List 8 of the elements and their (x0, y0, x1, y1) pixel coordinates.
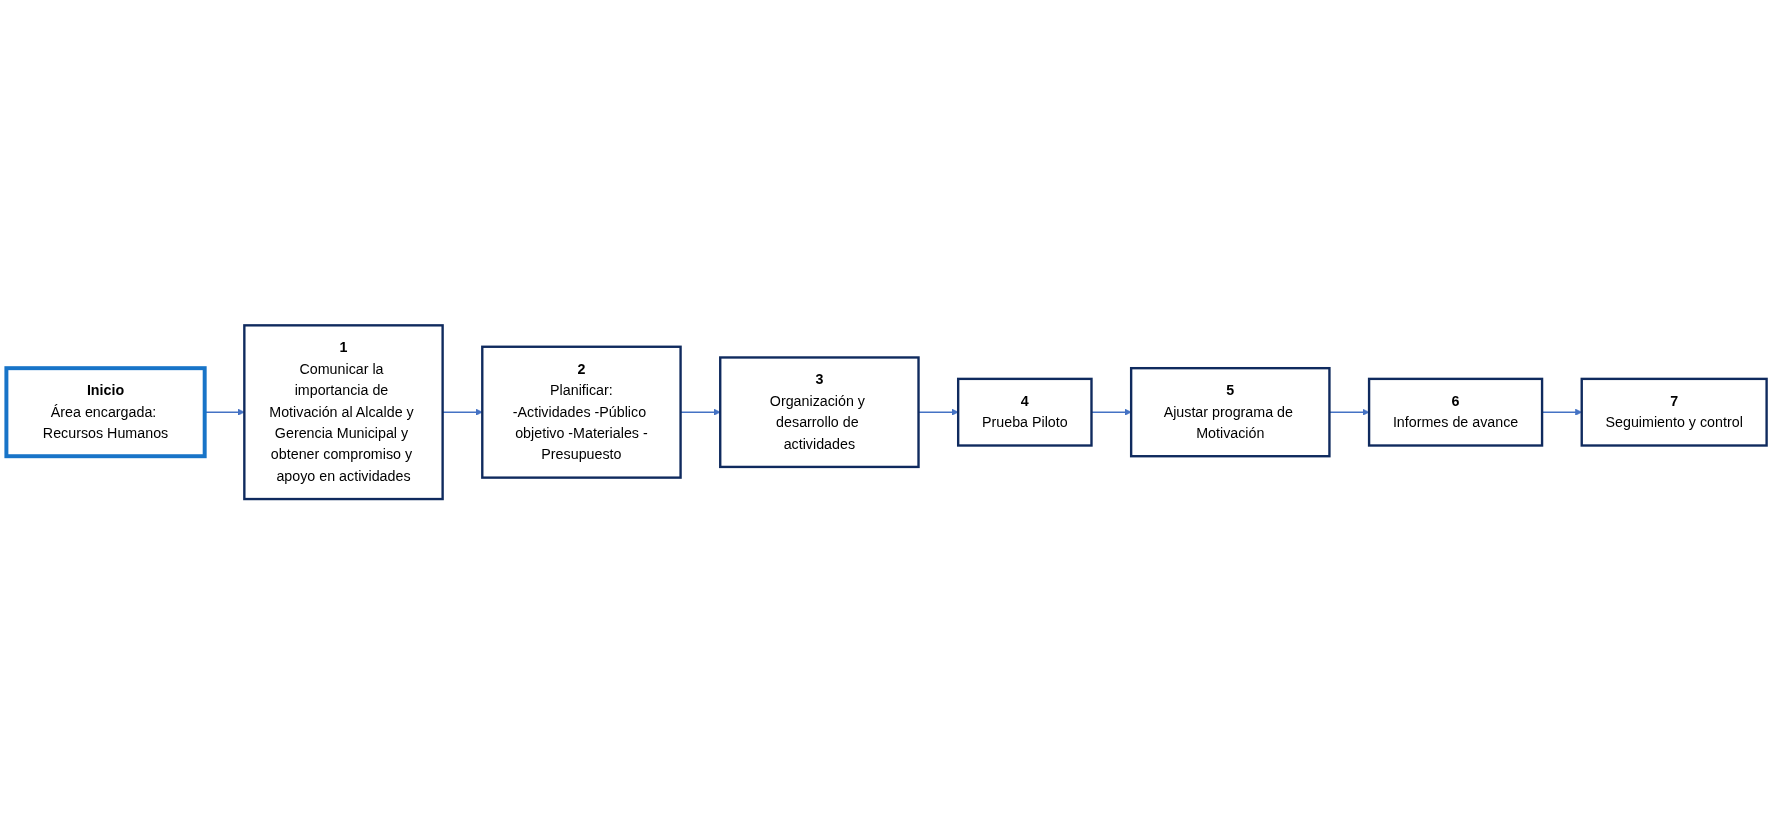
node-box: 5 Ajustar programa de Motivación (1129, 366, 1331, 458)
node-box: 4 Prueba Piloto (956, 377, 1093, 447)
node-box: 7 Seguimiento y control (1580, 377, 1768, 447)
node-box: 1 Comunicar la importancia de Motivación al Alcalde y Gerencia Municipal y obtener compromiso y apoyo en actividades (243, 323, 444, 501)
node-box: 3 Organización y desarrollo de actividades (719, 356, 920, 468)
node-box: Inicio Área encargada: Recursos Humanos (4, 366, 207, 458)
node-box: 6 Informes de avance (1367, 377, 1544, 447)
node-box: 2 Planificar: -Actividades -Público objetivo -Materiales -Presupuesto (481, 345, 682, 479)
